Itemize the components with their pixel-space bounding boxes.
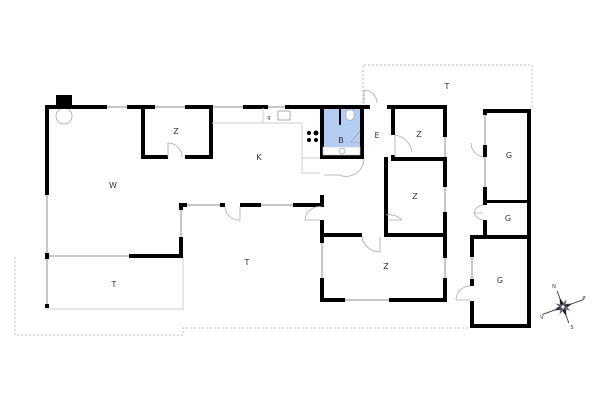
room-label-b: B [338, 136, 344, 145]
toilet-icon [345, 109, 355, 121]
room-label-g2: G [505, 214, 511, 223]
chimney [56, 95, 72, 107]
terrace-outlines [14, 64, 533, 336]
room-label-z4: Z [383, 262, 389, 271]
stove-icon [55, 107, 73, 125]
room-label-z1: Z [173, 127, 179, 136]
room-label-z2: Z [416, 130, 422, 139]
room-label-w: W [109, 181, 117, 190]
walls [45, 105, 447, 308]
room-label-g3: G [497, 276, 503, 285]
fridge-label: g [267, 115, 270, 121]
compass-west-label: V [540, 315, 544, 321]
kitchen-counter [212, 108, 320, 174]
room-label-e: E [374, 131, 379, 140]
compass-north-label: N [552, 284, 556, 290]
garage-double-door [473, 204, 484, 221]
garage-walls [470, 109, 531, 328]
compass-south-label: S [570, 325, 573, 331]
compass-icon [542, 290, 584, 324]
washbasin-icon [338, 147, 346, 155]
sink-icon [277, 110, 291, 121]
room-label-g1: G [506, 151, 512, 160]
garage-door [455, 285, 471, 301]
bathroom-fixtures [322, 109, 361, 156]
room-label-t1: T [444, 82, 450, 91]
room-label-t3: T [111, 280, 117, 289]
room-label-t2: T [244, 258, 250, 267]
compass-east-label: ø [582, 295, 585, 301]
room-label-z3: Z [412, 192, 418, 201]
room-label-k: K [256, 153, 262, 162]
